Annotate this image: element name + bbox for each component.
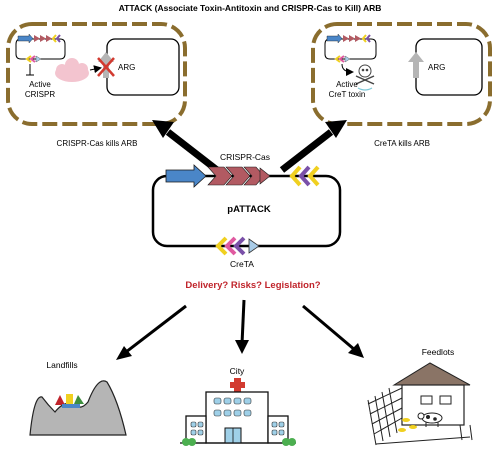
- right-mini-plasmid: [324, 33, 377, 63]
- left-mini-plasmid: [15, 33, 66, 63]
- landfills-label: Landfills: [46, 360, 77, 370]
- crispr-array-repeat: [289, 165, 302, 187]
- left-active-label-1: Active: [29, 80, 51, 89]
- landfill-icon: [29, 380, 127, 436]
- cas9-gene-arrow: [165, 164, 207, 188]
- diagram-title: ATTACK (Associate Toxin-Antitoxin and CR…: [119, 3, 382, 13]
- skull-crossbones-icon: [355, 64, 375, 91]
- right-bacterial-cell: Active CreT toxin ARG: [311, 22, 492, 126]
- creta-toxin: [224, 236, 237, 256]
- arrow-to-landfills: [116, 304, 187, 360]
- creta-repeat: [215, 236, 228, 256]
- hay-icon: [398, 418, 417, 432]
- arrow-to-feedlots: [302, 304, 364, 358]
- right-arg-plasmid: [415, 38, 483, 96]
- city-label: City: [230, 366, 245, 376]
- plasmid-name: pATTACK: [227, 204, 271, 215]
- crispr-array-repeat: [307, 165, 320, 187]
- left-caption: CRISPR-Cas kills ARB: [57, 139, 138, 148]
- left-active-label-2: CRISPR: [25, 90, 55, 99]
- feedlots-label: Feedlots: [422, 347, 455, 357]
- cas-gene-arrow: [259, 167, 271, 185]
- creta-promoter-arrow: [248, 238, 260, 254]
- hospital-icon: [180, 378, 296, 446]
- arrow-to-right-cell: [279, 120, 347, 173]
- crispr-cas-label: CRISPR-Cas: [220, 152, 270, 162]
- creta-spacer: [233, 236, 246, 256]
- left-arg-gene-icon: [98, 52, 114, 78]
- cas-gene-arrow: [207, 166, 233, 186]
- right-arg-gene-icon: [408, 52, 424, 78]
- creta-label: CreTA: [230, 259, 254, 269]
- crispr-cloud-icon: [55, 58, 89, 82]
- arrow-to-city: [235, 299, 249, 354]
- left-arg-label: ARG: [118, 63, 135, 72]
- right-caption: CreTA kills ARB: [374, 139, 430, 148]
- cow-icon: [417, 412, 443, 427]
- cas-gene-arrow: [243, 166, 265, 186]
- cas-gene-arrow: [225, 166, 251, 186]
- right-active-label-1: Active: [336, 80, 358, 89]
- pattack-plasmid: CRISPR-Cas pATTACK CreTA: [151, 152, 342, 269]
- right-active-label-2: CreT toxin: [329, 90, 366, 99]
- crispr-array-spacer: [298, 165, 311, 187]
- open-questions-text: Delivery? Risks? Legislation?: [185, 280, 320, 291]
- feedlot-barn-icon: [367, 362, 473, 446]
- right-arg-label: ARG: [428, 63, 445, 72]
- cross-icon: [97, 57, 115, 77]
- arrow-to-left-cell: [152, 120, 220, 173]
- left-bacterial-cell: Active CRISPR ARG: [6, 22, 187, 126]
